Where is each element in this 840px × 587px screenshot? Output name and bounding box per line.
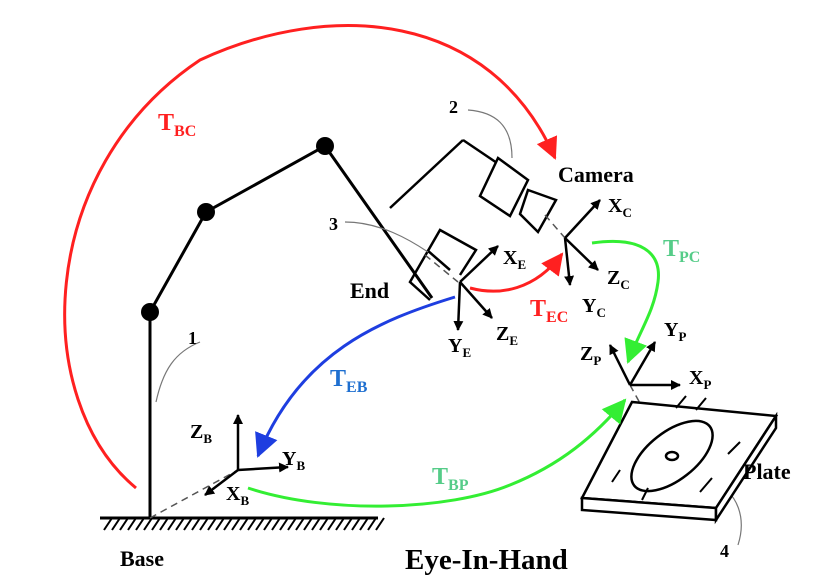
camera-body xyxy=(478,156,558,235)
axis-label-xp: XP xyxy=(689,367,711,392)
plate-object xyxy=(580,395,779,525)
axis-label-yp: YP xyxy=(664,319,686,344)
label-tbp: TBP xyxy=(432,464,469,494)
axis-label-zb: ZB xyxy=(190,421,212,446)
arm-joint-2 xyxy=(197,203,215,221)
hatch-tick xyxy=(239,517,249,531)
frame-camera-axes xyxy=(563,199,601,286)
hatch-tick xyxy=(231,517,241,531)
label-plate: Plate xyxy=(743,459,791,484)
hatch-tick xyxy=(223,517,233,531)
callout-2: 2 xyxy=(449,97,458,117)
callout-1: 1 xyxy=(188,328,197,348)
label-base: Base xyxy=(120,546,164,571)
label-tbc: TBC xyxy=(158,110,196,140)
diagram-title: Eye-In-Hand xyxy=(405,544,568,576)
hatch-tick xyxy=(295,517,305,531)
ground-hatching xyxy=(100,516,385,531)
hatch-tick xyxy=(319,517,329,531)
label-end: End xyxy=(350,278,389,303)
hatch-tick xyxy=(175,517,185,531)
hatch-tick xyxy=(375,517,385,531)
label-teb: TEB xyxy=(330,366,368,396)
axis-label-zp: ZP xyxy=(580,343,601,368)
camera-mount xyxy=(389,138,501,209)
hatch-tick xyxy=(207,517,217,531)
hatch-tick xyxy=(119,517,129,531)
arrow-teb xyxy=(255,295,456,458)
hatch-tick xyxy=(303,517,313,531)
frame-plate-axes xyxy=(608,341,681,390)
axis-label-zc: ZC xyxy=(607,267,630,292)
hatch-tick xyxy=(255,517,265,531)
arrow-tbp xyxy=(247,398,627,508)
hatch-tick xyxy=(103,517,113,531)
hatch-tick xyxy=(215,517,225,531)
axis-label-ye: YE xyxy=(448,335,471,360)
dashed-guides xyxy=(149,214,671,519)
end-effector xyxy=(408,228,478,301)
arrow-tpc xyxy=(591,239,660,364)
hatch-tick xyxy=(191,517,201,531)
axis-label-xe: XE xyxy=(503,247,526,272)
callout-4: 4 xyxy=(720,541,729,561)
hatch-tick xyxy=(271,517,281,531)
robot-arm xyxy=(148,144,434,518)
callout-3: 3 xyxy=(329,214,338,234)
label-tpc: TPC xyxy=(663,236,700,266)
hatch-tick xyxy=(143,517,153,531)
hatch-tick xyxy=(167,517,177,531)
label-tec: TEC xyxy=(530,296,568,326)
arrow-tec xyxy=(469,252,564,293)
hatch-tick xyxy=(311,517,321,531)
axis-label-xb: XB xyxy=(226,483,249,508)
hatch-tick xyxy=(359,517,369,531)
hatch-tick xyxy=(327,517,337,531)
hatch-tick xyxy=(111,517,121,531)
arrow-tbc xyxy=(63,24,558,490)
hatch-tick xyxy=(199,517,209,531)
axis-label-xc: XC xyxy=(608,195,632,220)
hatch-tick xyxy=(343,517,353,531)
hatch-tick xyxy=(279,517,289,531)
frame-base-axes xyxy=(204,414,289,496)
hatch-tick xyxy=(151,517,161,531)
frame-end-axes xyxy=(453,245,499,331)
hatch-tick xyxy=(263,517,273,531)
hatch-tick xyxy=(351,517,361,531)
hatch-tick xyxy=(183,517,193,531)
arm-joint-1 xyxy=(141,303,159,321)
axis-label-ze: ZE xyxy=(496,323,518,348)
hatch-tick xyxy=(367,517,377,531)
axis-label-yb: YB xyxy=(282,448,305,473)
arm-joint-3 xyxy=(316,137,334,155)
hatch-tick xyxy=(127,517,137,531)
axis-label-yc: YC xyxy=(582,295,606,320)
hatch-tick xyxy=(135,517,145,531)
hatch-tick xyxy=(159,517,169,531)
hatch-tick xyxy=(287,517,297,531)
label-camera: Camera xyxy=(558,162,634,187)
hatch-tick xyxy=(247,517,257,531)
hatch-tick xyxy=(335,517,345,531)
